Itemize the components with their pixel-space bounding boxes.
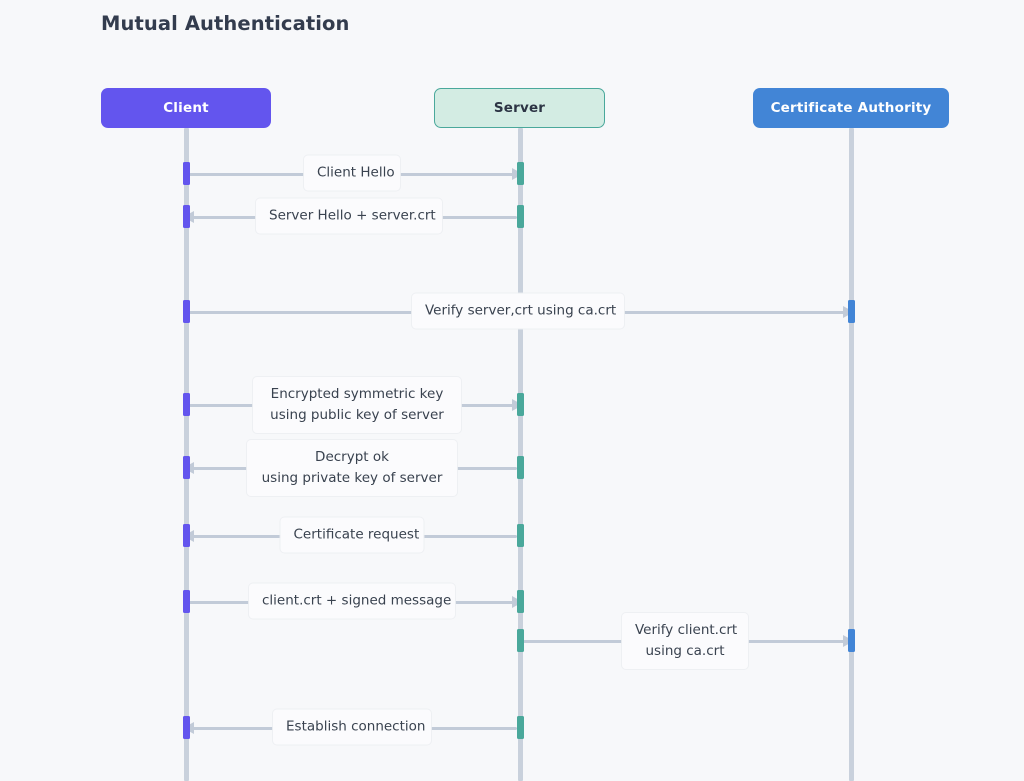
activation-server — [517, 393, 524, 416]
participant-certificate-authority[interactable]: Certificate Authority — [753, 88, 949, 128]
activation-client — [183, 205, 190, 228]
activation-server — [517, 629, 524, 652]
participant-client[interactable]: Client — [101, 88, 271, 128]
message-label: Verify server,crt using ca.crt — [412, 293, 624, 329]
lifeline-certificate-authority — [849, 128, 854, 781]
activation-client — [183, 456, 190, 479]
participant-label: Client — [163, 100, 209, 116]
activation-server — [517, 716, 524, 739]
message-label: client.crt + signed message — [249, 583, 455, 619]
activation-server — [517, 205, 524, 228]
activation-server — [517, 162, 524, 185]
lifeline-client — [184, 128, 189, 781]
message-label: Certificate request — [280, 517, 424, 553]
activation-client — [183, 162, 190, 185]
activation-server — [517, 524, 524, 547]
message-label: Verify client.crt using ca.crt — [622, 613, 748, 669]
activation-client — [183, 716, 190, 739]
participant-label: Server — [493, 100, 546, 116]
message-label: Client Hello — [304, 155, 400, 191]
activation-certificate-authority — [848, 629, 855, 652]
activation-server — [517, 590, 524, 613]
message-label: Encrypted symmetric key using public key… — [253, 377, 461, 433]
activation-certificate-authority — [848, 300, 855, 323]
participant-server[interactable]: Server — [434, 88, 605, 128]
lifeline-server — [518, 128, 523, 781]
participant-label: Certificate Authority — [770, 100, 932, 116]
page-title: Mutual Authentication — [101, 12, 350, 35]
message-label: Establish connection — [273, 709, 431, 745]
activation-client — [183, 393, 190, 416]
activation-client — [183, 590, 190, 613]
activation-server — [517, 456, 524, 479]
message-label: Server Hello + server.crt — [256, 198, 442, 234]
activation-client — [183, 524, 190, 547]
message-label: Decrypt ok using private key of server — [247, 440, 457, 496]
activation-client — [183, 300, 190, 323]
